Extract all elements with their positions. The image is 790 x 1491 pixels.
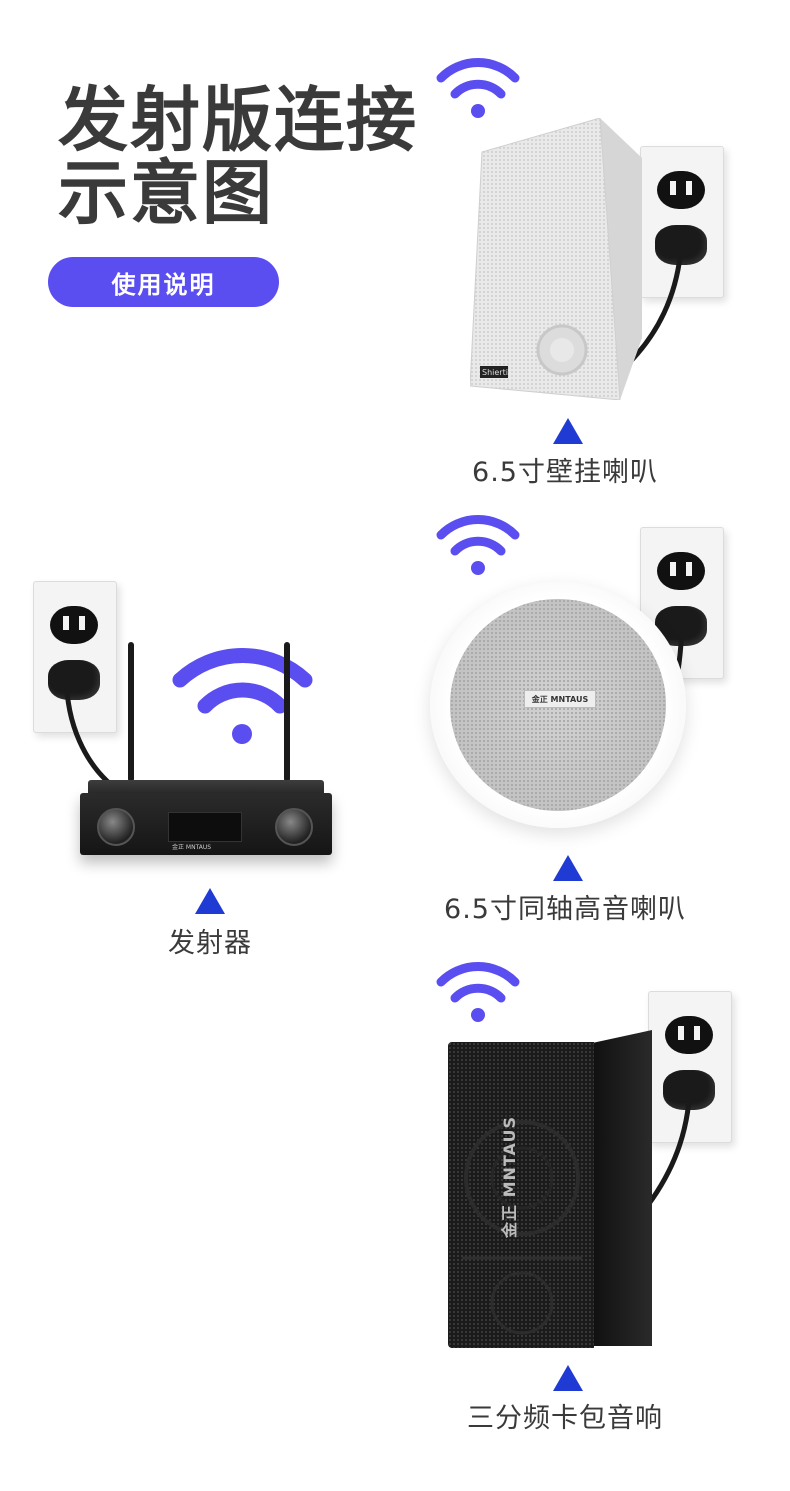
triangle-up-icon <box>553 855 583 881</box>
wifi-icon <box>172 648 313 744</box>
antenna <box>128 642 134 782</box>
transmitter-label: 发射器 <box>168 928 252 959</box>
page-title-line-1: 发射版连接 <box>58 79 418 161</box>
power-cable <box>64 663 127 798</box>
volume-knob <box>97 808 135 846</box>
triangle-up-icon <box>553 418 583 444</box>
triangle-up-icon <box>195 888 225 914</box>
instructions-button[interactable]: 使用说明 <box>48 257 279 307</box>
display-panel <box>168 812 242 842</box>
antenna <box>284 642 290 782</box>
page-title-line-2: 示意图 <box>58 152 274 234</box>
brand-label: 金正 MNTAUS <box>172 844 212 851</box>
bookshelf-speaker-image <box>448 1042 594 1348</box>
brand-label: Shierti <box>482 368 508 377</box>
speaker-side <box>594 1030 652 1346</box>
power-outlet-icon <box>640 146 724 298</box>
volume-knob <box>275 808 313 846</box>
ceiling-speaker-label: 6.5寸同轴高音喇叭 <box>444 894 686 925</box>
wall-speaker-image <box>470 118 642 400</box>
woofer <box>462 1120 582 1335</box>
transmitter-top <box>88 780 324 796</box>
brand-label: 金正 MNTAUS <box>524 690 596 708</box>
power-cable <box>645 1078 693 1207</box>
brand-label: 金正 MNTAUS <box>500 1116 519 1238</box>
wifi-icon <box>436 515 520 575</box>
triangle-up-icon <box>553 1365 583 1391</box>
power-outlet-icon <box>33 581 117 733</box>
wifi-icon <box>436 962 520 1022</box>
bookshelf-speaker-label: 三分频卡包音响 <box>467 1403 663 1434</box>
wifi-icon <box>436 58 520 118</box>
wall-speaker-label: 6.5寸壁挂喇叭 <box>472 457 658 488</box>
